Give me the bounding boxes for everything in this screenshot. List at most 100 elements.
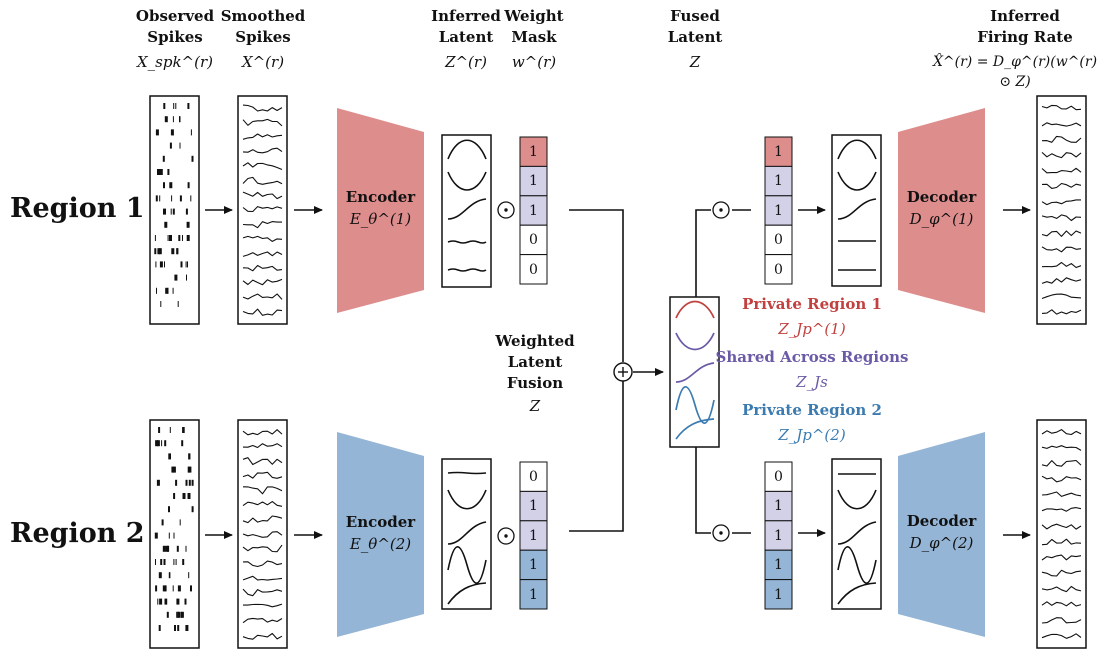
trace-line — [242, 104, 283, 112]
trace-line — [242, 147, 283, 154]
mask-value: 1 — [774, 527, 783, 544]
spike-mark — [169, 142, 172, 149]
spike-mark — [159, 169, 163, 175]
region-2-label: Region 2 — [10, 518, 145, 549]
spike-mark — [185, 625, 189, 631]
spike-mark — [175, 479, 178, 486]
spike-mark — [185, 479, 188, 486]
legend-private-region-2-symbol: Z_Jp^(2) — [778, 426, 846, 444]
spike-mark — [161, 440, 163, 447]
trace-line — [242, 308, 283, 316]
spike-mark — [175, 559, 177, 565]
spike-mark — [161, 519, 164, 526]
spike-mark — [167, 545, 170, 552]
encoder-1-label: Encoder — [345, 188, 416, 206]
spike-mark — [182, 427, 185, 433]
spike-mark — [156, 440, 160, 447]
spike-mark — [172, 466, 176, 473]
spike-mark — [168, 506, 170, 513]
encoder-2-shape — [337, 432, 424, 637]
fused-to-decoder-wiring — [695, 209, 751, 534]
spike-mark — [158, 625, 161, 631]
mask-value: 1 — [529, 202, 538, 219]
weight-masks — [519, 136, 793, 610]
encoder-1-shape — [337, 108, 424, 313]
trace-line — [1041, 182, 1082, 189]
spike-mark — [187, 261, 188, 268]
spike-mark — [166, 598, 168, 605]
trace-line — [1041, 214, 1082, 222]
trace-line — [242, 515, 283, 524]
encoder-2-symbol: E_θ^(2) — [349, 535, 412, 553]
spike-mark — [158, 248, 162, 255]
mask-cell — [764, 461, 793, 492]
spike-mark — [155, 129, 159, 136]
decoder-1-shape — [898, 108, 985, 313]
spike-mark — [178, 235, 181, 241]
trace-line — [1041, 585, 1082, 593]
spike-mark — [169, 427, 171, 433]
trace-line — [242, 531, 283, 538]
spike-mark — [180, 611, 184, 618]
masked-latent-traces-1 — [837, 139, 877, 271]
trace-line — [1041, 277, 1082, 284]
smoothed-traces-2 — [242, 429, 283, 640]
spike-mark — [173, 532, 175, 539]
trace-line — [1041, 538, 1082, 546]
trace-line — [242, 486, 283, 495]
spike-mark — [172, 208, 175, 215]
trace-line — [242, 251, 283, 257]
spike-raster-2 — [154, 427, 194, 631]
decoder-1-symbol: D_φ^(1) — [909, 210, 974, 228]
spike-mark — [175, 103, 177, 109]
mask-cell — [519, 224, 548, 256]
mask-cell — [519, 579, 548, 610]
spike-mark — [158, 427, 161, 433]
symbol-firing-rate: X̂^(r) = D_φ^(r)(w^(r) ⊙ Z) — [932, 54, 1098, 90]
spike-mark — [156, 287, 157, 294]
spike-mark — [156, 479, 160, 486]
mask-cell — [764, 520, 793, 551]
trace-line — [1041, 491, 1082, 497]
spike-mark — [191, 155, 194, 162]
spike-mark — [164, 116, 168, 123]
spike-mark — [159, 195, 161, 202]
spike-mark — [188, 479, 191, 486]
mask-value: 1 — [774, 557, 783, 574]
fusion-label: Weighted Latent Fusion — [495, 332, 575, 392]
spike-mark — [160, 301, 162, 307]
masked-latent-panel-1 — [831, 134, 882, 287]
fusion-wiring — [569, 209, 624, 532]
spike-mark — [157, 169, 160, 175]
mask-cell — [764, 195, 793, 226]
legend-shared: Shared Across Regions — [715, 348, 909, 366]
hadamard-encoder-2 — [497, 527, 515, 545]
hadamard-decoder-1 — [712, 201, 730, 219]
spike-mark — [159, 261, 163, 268]
legend-private-region-2: Private Region 2 — [742, 401, 882, 419]
symbol-inferred-latent: Z^(r) — [445, 53, 487, 71]
spike-raster-1 — [154, 103, 194, 307]
smoothed-traces-1 — [242, 104, 283, 316]
spike-mark — [157, 440, 159, 447]
spike-mark — [190, 585, 192, 592]
inferred-latent-traces-2 — [447, 471, 487, 605]
spike-mark — [187, 182, 190, 189]
spike-mark — [163, 208, 166, 215]
spike-mark — [188, 453, 191, 460]
masked-latent-traces-2 — [837, 473, 877, 605]
spike-mark — [171, 195, 173, 202]
spike-mark — [164, 261, 165, 268]
trace-line — [242, 264, 283, 272]
trace-line — [1041, 309, 1082, 315]
mask-value: 1 — [774, 586, 783, 603]
spike-mark — [182, 559, 185, 565]
spike-mark — [172, 585, 174, 592]
mask-cell — [519, 490, 548, 522]
spike-mark — [169, 235, 172, 241]
spike-mark — [163, 182, 165, 189]
trace-line — [1041, 230, 1082, 237]
trace-line — [242, 206, 283, 213]
spike-mark — [162, 585, 166, 592]
spike-mark — [191, 479, 194, 486]
